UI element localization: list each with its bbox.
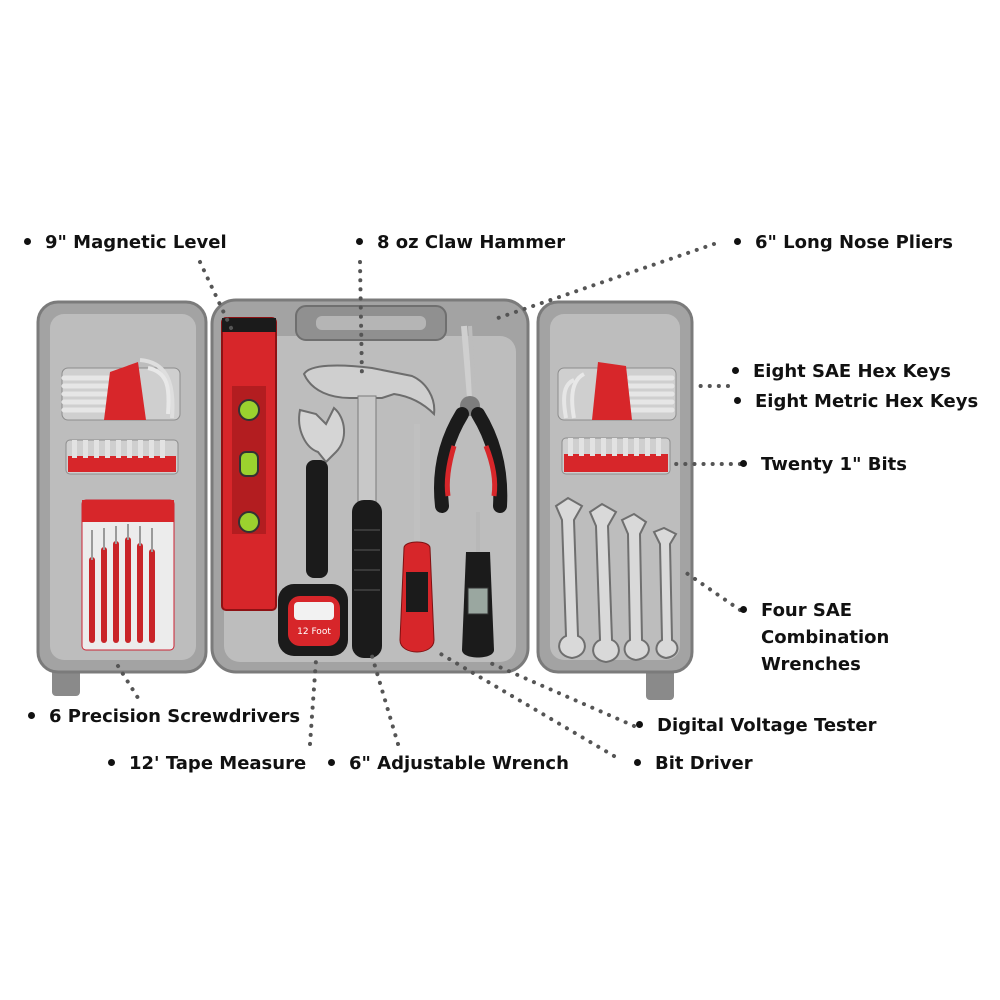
callout-text-line3: Wrenches	[761, 654, 861, 675]
callout-tape-measure: 12' Tape Measure	[108, 750, 306, 777]
callout-text: Twenty 1" Bits	[761, 454, 907, 475]
callout-text-line2: Combination	[761, 627, 890, 648]
callout-text: 8 oz Claw Hammer	[377, 232, 566, 253]
callout-sae-hex-keys: Eight SAE Hex Keys	[732, 358, 951, 385]
callout-text: Eight SAE Hex Keys	[753, 361, 951, 382]
callout-leaders	[116, 242, 742, 758]
long-nose-pliers	[434, 325, 508, 513]
callout-text-line1: Four SAE	[761, 600, 853, 621]
callout-text: 6" Adjustable Wrench	[349, 753, 569, 774]
callout-combination-wrenches: Four SAE Combination Wrenches	[740, 597, 940, 678]
precision-screwdriver-set	[81, 499, 175, 651]
callout-long-nose-pliers: 6" Long Nose Pliers	[734, 229, 953, 256]
callout-text: 6 Precision Screwdrivers	[49, 706, 301, 727]
callout-text: Bit Driver	[655, 753, 753, 774]
tape-measure: 12 Foot	[278, 584, 348, 656]
callout-bits: Twenty 1" Bits	[740, 451, 907, 478]
callout-precision-screwdrivers: 6 Precision Screwdrivers	[28, 703, 300, 730]
callout-text: Digital Voltage Tester	[657, 715, 877, 736]
left-case-panel	[36, 300, 208, 696]
callout-adjustable-wrench: 6" Adjustable Wrench	[328, 750, 569, 777]
bullet-dot-icon	[328, 758, 335, 766]
hex-keys-right	[557, 362, 677, 421]
bit-strip-left	[65, 439, 179, 475]
tape-measure-marking: 12 Foot	[297, 627, 331, 637]
magnetic-level	[221, 317, 277, 611]
bullet-dot-icon	[356, 237, 363, 245]
callout-text: 6" Long Nose Pliers	[755, 232, 953, 253]
bullet-dot-icon	[636, 720, 643, 728]
right-case-panel	[536, 300, 694, 700]
bullet-dot-icon	[24, 237, 31, 245]
callout-text: Eight Metric Hex Keys	[755, 391, 979, 412]
bullet-dot-icon	[734, 396, 741, 404]
bullet-dot-icon	[740, 605, 747, 613]
bit-driver	[399, 424, 435, 653]
hex-keys-left	[61, 358, 181, 421]
bullet-dot-icon	[732, 366, 739, 374]
callout-voltage-tester: Digital Voltage Tester	[636, 712, 876, 739]
bullet-dot-icon	[108, 758, 115, 766]
callout-magnetic-level: 9" Magnetic Level	[24, 229, 227, 256]
callout-text: 9" Magnetic Level	[45, 232, 227, 253]
center-case-panel: 12 Foot	[210, 298, 530, 674]
bullet-dot-icon	[734, 237, 741, 245]
callout-text: 12' Tape Measure	[129, 753, 307, 774]
digital-voltage-tester	[462, 512, 494, 658]
bullet-dot-icon	[740, 459, 747, 467]
bullet-dot-icon	[28, 711, 35, 719]
callout-claw-hammer: 8 oz Claw Hammer	[356, 229, 565, 256]
claw-hammer	[302, 364, 436, 658]
callout-bit-driver: Bit Driver	[634, 750, 753, 777]
combination-wrenches	[554, 496, 679, 664]
callout-metric-hex-keys: Eight Metric Hex Keys	[734, 388, 978, 415]
adjustable-wrench	[298, 406, 345, 578]
bit-strip-right	[561, 437, 671, 475]
bullet-dot-icon	[634, 758, 641, 766]
